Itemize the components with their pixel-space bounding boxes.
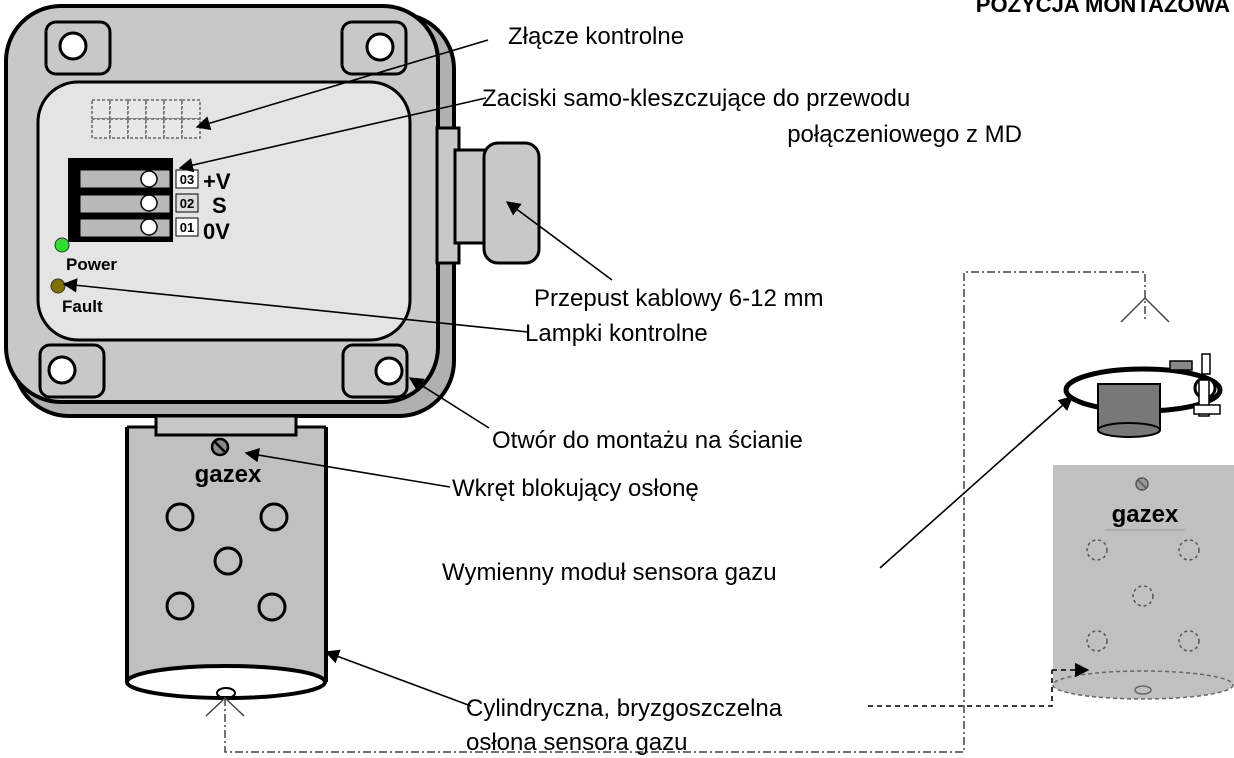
label-sensor-module: Wymienny moduł sensora gazu (442, 559, 777, 586)
brand-logo: gazex (195, 461, 262, 488)
inner-panel (36, 80, 412, 342)
sensor-shield: gazex (125, 414, 328, 700)
header-title: POZYCJA MONTAŻOWA (976, 0, 1230, 17)
fault-led-label: Fault (62, 297, 103, 316)
label-control-connector: Złącze kontrolne (508, 23, 684, 50)
label-control-lamps: Lampki kontrolne (525, 320, 708, 347)
mounting-pad-top-left (44, 20, 112, 76)
label-clamps-line1: Zaciski samo-kleszczujące do przewodu (482, 85, 910, 112)
vent-holes (165, 502, 289, 622)
lock-screw-icon (210, 437, 230, 457)
vent-holes (1086, 539, 1200, 652)
detector-housing: 03 02 01 +V S 0V Power Fault (4, 4, 456, 418)
lock-screw-icon (1135, 477, 1149, 491)
brand-logo: gazex (1112, 501, 1179, 528)
leader-lines (62, 39, 1090, 707)
label-clamps-line2: połączeniowego z MD (787, 121, 1022, 148)
label-shield-line2: osłona sensora gazu (466, 729, 687, 756)
spare-sensor-shield: gazex (1052, 465, 1234, 700)
terminal-signal: +V (203, 169, 231, 194)
assembly-path (205, 271, 1170, 753)
mounting-pad-top-right (340, 20, 408, 76)
gas-sensor-module (1063, 353, 1223, 438)
label-cable-gland: Przepust kablowy 6-12 mm (534, 285, 823, 312)
terminal-signal: S (212, 193, 227, 218)
cable-gland (435, 126, 541, 265)
label-lock-screw: Wkręt blokujący osłonę (452, 475, 699, 502)
control-connector (91, 99, 201, 139)
terminal-number: 02 (180, 196, 194, 211)
power-led-label: Power (66, 255, 117, 274)
mounting-pad-bottom-left (38, 343, 106, 399)
label-mount-hole: Otwór do montażu na ścianie (492, 427, 803, 454)
power-led (54, 237, 70, 253)
label-shield-line1: Cylindryczna, bryzgoszczelna (466, 695, 783, 722)
terminal-number: 03 (180, 172, 194, 187)
terminal-block: 03 02 01 +V S 0V (68, 158, 231, 244)
mounting-pad-bottom-right (341, 343, 409, 399)
fault-led (50, 278, 66, 294)
terminal-number: 01 (180, 220, 194, 235)
terminal-signal: 0V (203, 219, 230, 244)
